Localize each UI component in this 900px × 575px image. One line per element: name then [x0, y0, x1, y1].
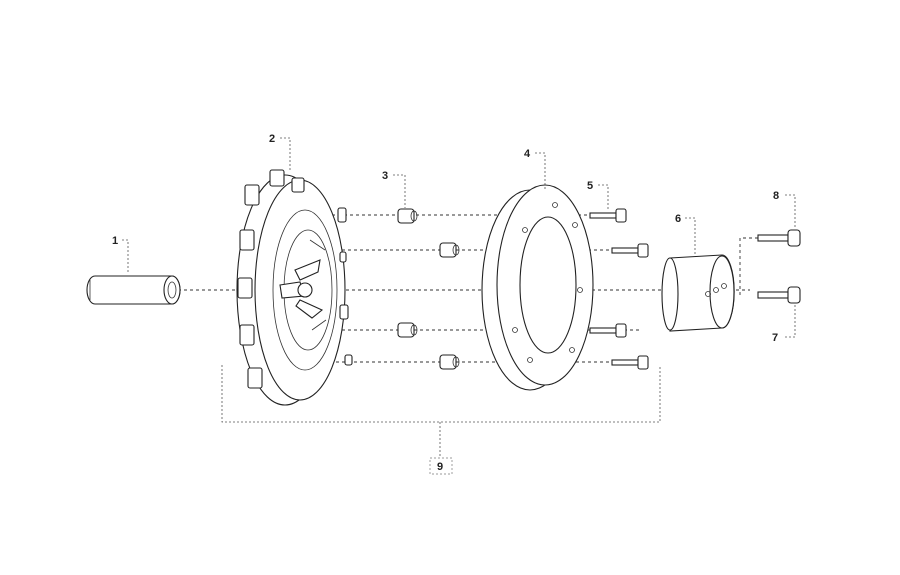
callout-8: 8	[773, 190, 779, 202]
callout-1: 1	[112, 235, 118, 247]
callout-7: 7	[772, 332, 778, 344]
callout-3: 3	[382, 170, 388, 182]
part-6-hub	[661, 254, 735, 332]
part-2-clutch-plate	[236, 169, 353, 406]
assembly-bracket-9	[221, 365, 661, 475]
part-1-sleeve	[86, 275, 181, 305]
callout-6: 6	[675, 213, 681, 225]
part-5-bolts	[589, 208, 649, 370]
part-4-ring	[481, 184, 594, 391]
leader-lines	[122, 137, 796, 338]
callout-2: 2	[269, 133, 275, 145]
callout-4: 4	[524, 148, 531, 160]
callout-5: 5	[587, 180, 593, 192]
callout-9: 9	[437, 461, 443, 473]
part-7-screw	[757, 286, 801, 304]
part-3-bushings	[397, 208, 460, 370]
part-8-screw	[757, 229, 801, 247]
